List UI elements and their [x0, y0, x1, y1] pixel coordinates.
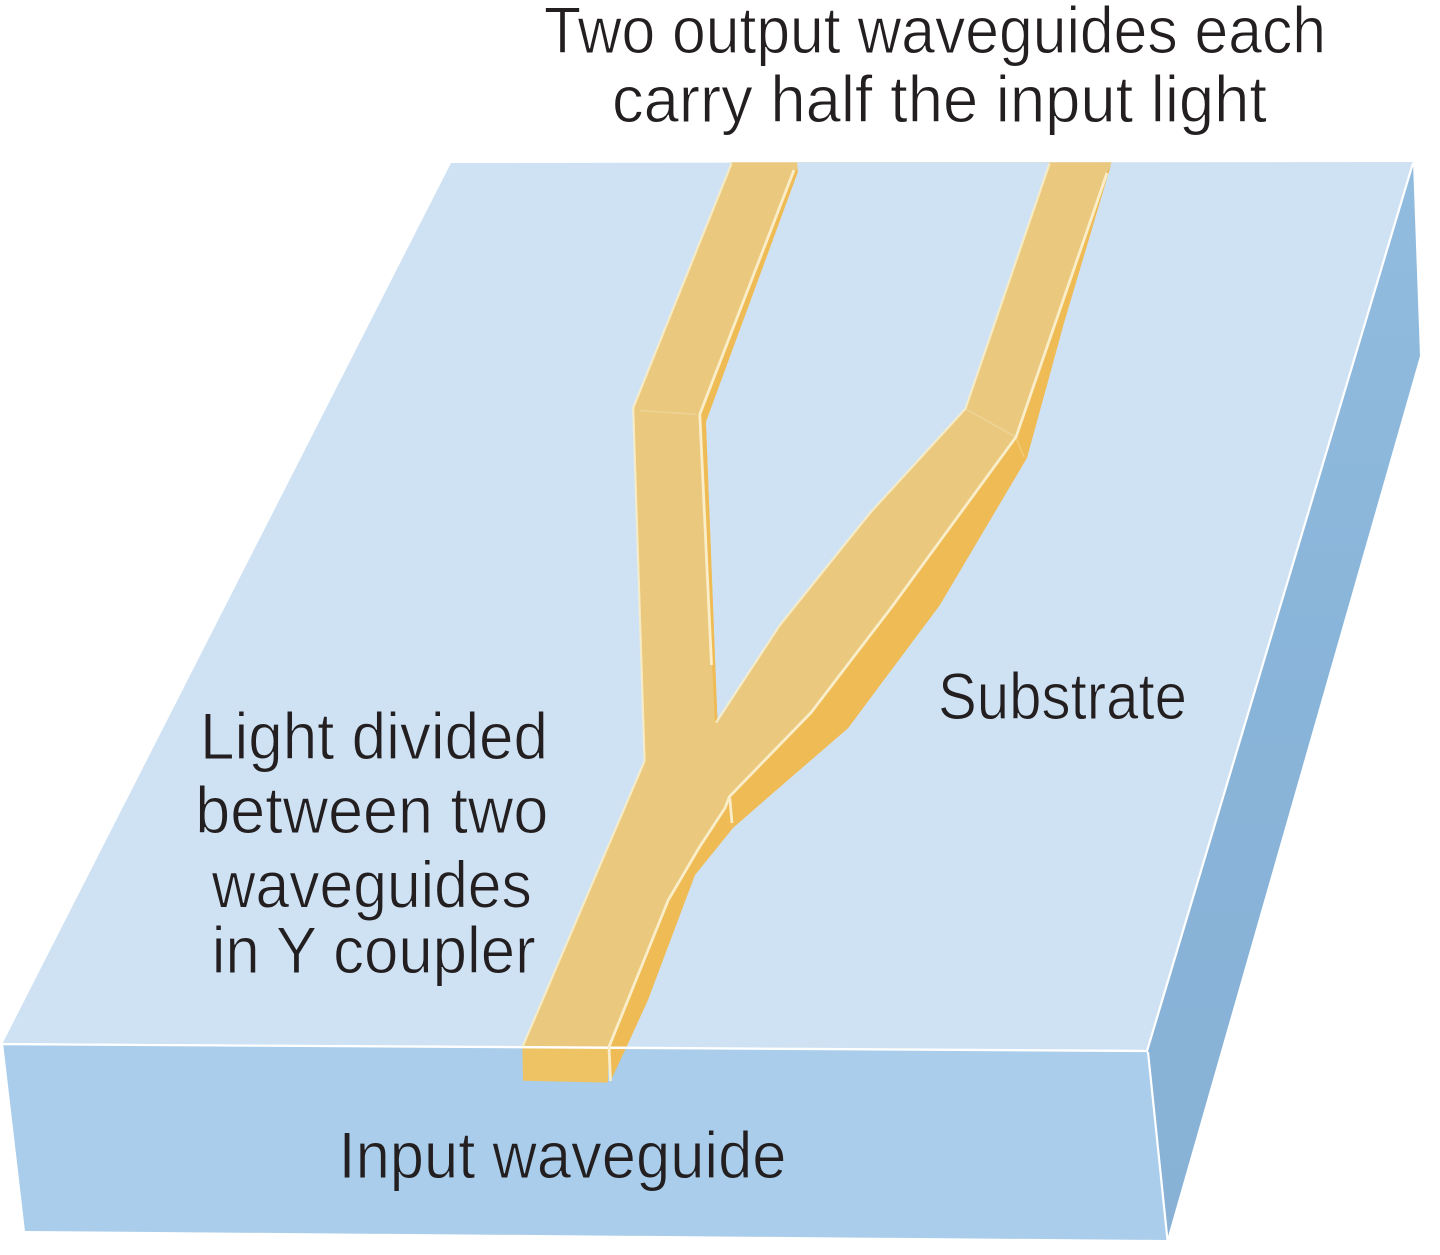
svg-text:waveguides: waveguides — [211, 849, 532, 922]
svg-text:between two: between two — [195, 774, 548, 847]
svg-text:Two output waveguides each: Two output waveguides each — [544, 0, 1326, 67]
svg-text:Substrate: Substrate — [938, 660, 1187, 733]
svg-text:Light divided: Light divided — [200, 700, 548, 773]
svg-text:Input waveguide: Input waveguide — [339, 1119, 787, 1192]
svg-text:carry half the input light: carry half the input light — [612, 63, 1267, 136]
svg-text:in Y coupler: in Y coupler — [212, 914, 536, 987]
